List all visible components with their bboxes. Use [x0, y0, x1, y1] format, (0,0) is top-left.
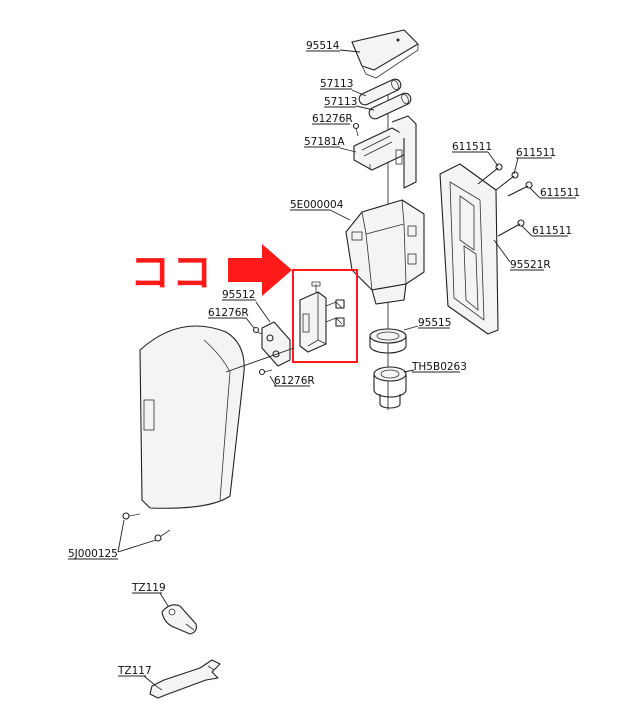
label-61276r-mid: 61276R: [208, 307, 249, 319]
label-tz117: TZ117: [117, 665, 152, 677]
part-front-cover-shell[interactable]: [139, 325, 295, 509]
callout-arrow-icon: [228, 244, 292, 296]
label-tz119: TZ119: [131, 582, 166, 594]
part-95521r-back-plate[interactable]: [439, 163, 499, 335]
part-controller-unit[interactable]: [299, 281, 345, 353]
part-61276r-screw-mid[interactable]: [252, 326, 263, 335]
label-95515: 95515: [418, 317, 451, 329]
part-5j000125-screws[interactable]: [122, 512, 171, 542]
label-5e000004: 5E000004: [290, 199, 344, 211]
part-611511-screw-b[interactable]: [495, 171, 519, 191]
label-61276r-low: 61276R: [274, 375, 315, 387]
label-57113-b: 57113: [324, 96, 357, 108]
highlight-box: [292, 269, 358, 363]
part-tz117-wrench[interactable]: [149, 659, 221, 699]
label-611511-d: 611511: [532, 225, 572, 237]
label-5j000125: 5J000125: [68, 548, 118, 560]
part-611511-screw-a[interactable]: [477, 163, 503, 185]
label-611511-c: 611511: [540, 187, 580, 199]
part-61276r-screw-low[interactable]: [258, 368, 273, 376]
part-61276r-screw-top[interactable]: [352, 122, 360, 137]
part-611511-screw-c[interactable]: [507, 181, 533, 197]
part-57113-battery-2[interactable]: [368, 92, 412, 120]
label-57181a: 57181A: [304, 136, 345, 148]
label-95512: 95512: [222, 289, 255, 301]
part-th5b0263-valve[interactable]: [373, 366, 407, 409]
part-tz119-key-tool[interactable]: [161, 604, 197, 635]
label-95521r: 95521R: [510, 259, 551, 271]
part-95512-bracket[interactable]: [261, 321, 291, 367]
label-611511-b: 611511: [516, 147, 556, 159]
label-95514: 95514: [306, 40, 340, 52]
part-5e000004-main-body[interactable]: [345, 199, 425, 305]
part-57181a-battery-box[interactable]: [353, 115, 417, 189]
callout-text: ココ: [130, 250, 214, 296]
part-95515-ring-nut[interactable]: [369, 328, 407, 354]
label-th5b0263: TH5B0263: [411, 361, 467, 373]
label-61276r-top: 61276R: [312, 113, 353, 125]
label-57113-a: 57113: [320, 78, 353, 90]
part-95514-cover[interactable]: [351, 29, 419, 79]
label-611511-a: 611511: [452, 141, 492, 153]
part-57113-battery-1[interactable]: [358, 78, 402, 106]
part-611511-screw-d[interactable]: [497, 219, 525, 237]
